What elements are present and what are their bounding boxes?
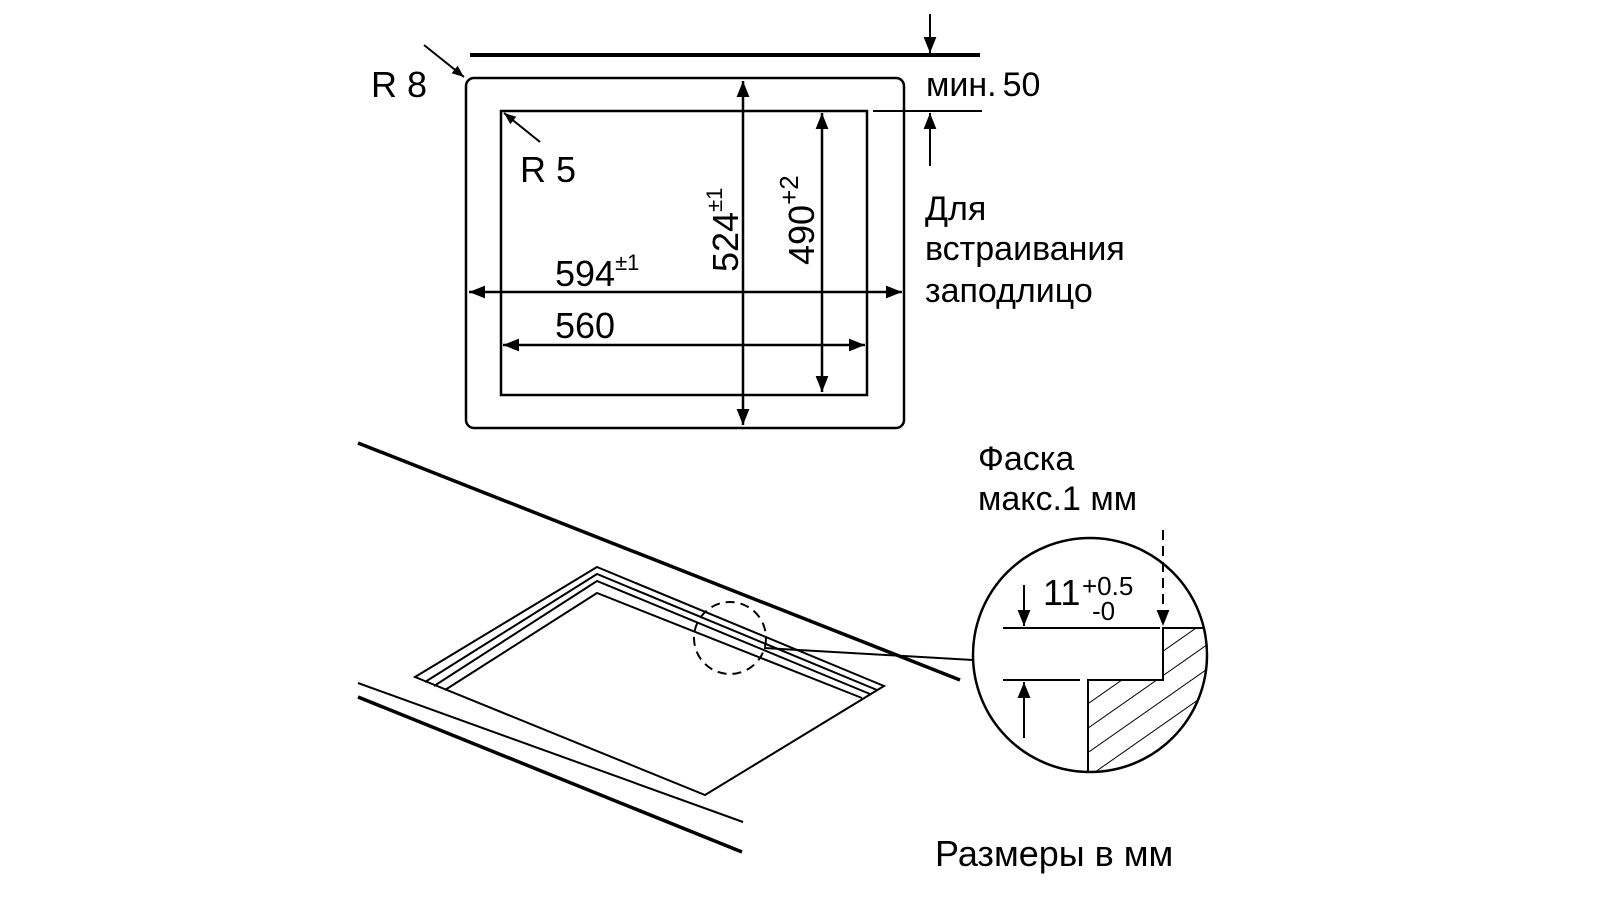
- depth-524-label: 524±1: [702, 188, 746, 272]
- inner-cutout: [499, 109, 869, 397]
- countertop-back-edge: [357, 441, 961, 682]
- depth-tol-minus: -0: [1092, 596, 1115, 626]
- cutout-outer-rim: [412, 565, 887, 797]
- countertop-front-edge-bottom: [357, 695, 743, 854]
- r5-leader: [503, 112, 541, 143]
- outer-cutout: [464, 76, 906, 430]
- flush-note-1: Для: [925, 190, 986, 228]
- flush-note-3: заподлицо: [925, 272, 1093, 310]
- detail-circle: [971, 536, 1209, 774]
- cutout-top-view: [423, 14, 982, 430]
- width-594-label: 594±1: [555, 250, 639, 294]
- r5-label: R 5: [520, 149, 576, 190]
- depth-490-label: 490+2: [774, 175, 822, 265]
- cutout-rim-step-1: [424, 572, 878, 691]
- chamfer-note-1: Фаска: [978, 440, 1074, 478]
- countertop-front-edge-top: [357, 682, 744, 823]
- r8-leader: [423, 44, 465, 78]
- depth-11-label: 11: [1043, 572, 1080, 613]
- flush-note-2: встраивания: [925, 230, 1125, 268]
- detail-marker-circle: [693, 601, 767, 675]
- units-note: Размеры в мм: [935, 833, 1173, 874]
- width-560-label: 560: [555, 305, 615, 346]
- detail-leader: [763, 647, 974, 661]
- chamfer-note-2: макс.1 мм: [978, 480, 1137, 518]
- cutout-rim-step-2: [433, 579, 871, 695]
- chamfer-detail: [971, 530, 1209, 774]
- cutout-hole-edge: [444, 591, 863, 699]
- depth-tol-plus: +0.5: [1082, 571, 1133, 601]
- r8-label: R 8: [371, 64, 427, 105]
- countertop-isometric: [357, 441, 974, 854]
- min-distance-label: мин.50: [926, 66, 1040, 104]
- countertop-section-hatch: [1087, 627, 1207, 772]
